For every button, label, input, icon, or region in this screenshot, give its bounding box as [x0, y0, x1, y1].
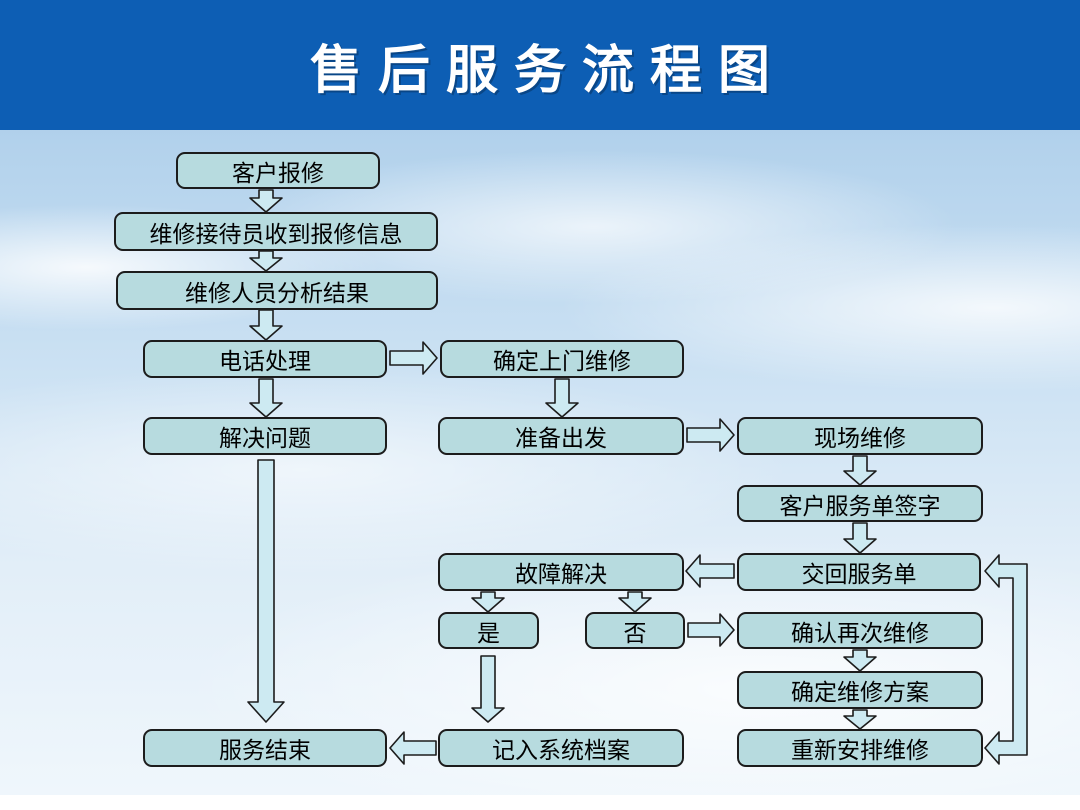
node-repair-plan: 确定维修方案: [737, 671, 983, 709]
arrow-repair-to-sign: [843, 455, 877, 486]
arrow-fault-to-no: [618, 591, 652, 613]
node-label: 客户服务单签字: [779, 493, 941, 519]
node-label: 服务结束: [219, 738, 311, 763]
slide-title: 售后服务流程图: [309, 41, 786, 100]
node-return-form: 交回服务单: [737, 553, 981, 591]
bottom-white-strip: [0, 795, 1080, 810]
arrow-sign-to-return: [843, 522, 877, 554]
node-label: 交回服务单: [801, 562, 917, 587]
node-label: 重新安排维修: [791, 738, 929, 763]
node-label: 是: [477, 620, 500, 646]
arrow-return-to-fault: [685, 554, 735, 588]
arrow-solve-to-end: [247, 459, 285, 723]
node-no: 否: [585, 612, 685, 649]
node-confirm-rerepair: 确认再次维修: [737, 612, 983, 649]
arrow-phone-to-onsite: [389, 341, 438, 375]
node-label: 确定上门维修: [493, 349, 631, 374]
node-label: 确定维修方案: [791, 680, 929, 705]
node-yes: 是: [438, 612, 539, 649]
arrow-fault-to-yes: [471, 591, 505, 613]
node-prepare-depart: 准备出发: [438, 417, 684, 455]
node-service-end: 服务结束: [143, 729, 387, 767]
title-bar: 售后服务流程图: [0, 0, 1080, 130]
node-label: 否: [623, 620, 647, 646]
node-analyze-result: 维修人员分析结果: [116, 271, 438, 310]
arrow-no-to-confirm: [687, 613, 735, 647]
node-label: 准备出发: [515, 426, 607, 451]
node-confirm-onsite: 确定上门维修: [440, 340, 684, 378]
node-customer-report: 客户报修: [176, 152, 380, 189]
arrow-onsite-to-depart: [545, 378, 579, 418]
node-onsite-repair: 现场维修: [737, 417, 983, 455]
node-label: 维修接待员收到报修信息: [149, 221, 403, 247]
node-label: 现场维修: [814, 426, 906, 451]
arrow-analyze-to-phone: [249, 309, 283, 341]
arrow-receive-to-analyze: [249, 250, 283, 272]
node-label: 记入系统档案: [492, 738, 630, 763]
node-phone-handle: 电话处理: [143, 340, 387, 378]
node-label: 故障解决: [515, 562, 607, 587]
arrow-plan-to-reschedule: [843, 709, 877, 730]
arrow-depart-to-repair: [686, 418, 735, 452]
node-record-archive: 记入系统档案: [438, 729, 684, 767]
arrow-phone-to-solve: [249, 378, 283, 418]
arrow-reschedule-loop: [984, 554, 1028, 765]
arrow-record-to-end: [389, 731, 437, 765]
node-fault-solved: 故障解决: [438, 553, 684, 591]
node-reschedule-repair: 重新安排维修: [737, 729, 983, 767]
node-label: 解决问题: [219, 426, 311, 451]
arrow-yes-to-record: [471, 655, 505, 723]
node-label: 确认再次维修: [791, 620, 929, 646]
node-receive-info: 维修接待员收到报修信息: [114, 212, 438, 251]
node-solve-problem: 解决问题: [143, 417, 387, 455]
arrow-report-to-receive: [249, 189, 283, 213]
arrow-confirm-to-plan: [843, 649, 877, 672]
node-label: 维修人员分析结果: [185, 280, 369, 306]
node-sign-form: 客户服务单签字: [737, 485, 983, 522]
node-label: 客户报修: [232, 160, 324, 186]
node-label: 电话处理: [219, 349, 311, 374]
